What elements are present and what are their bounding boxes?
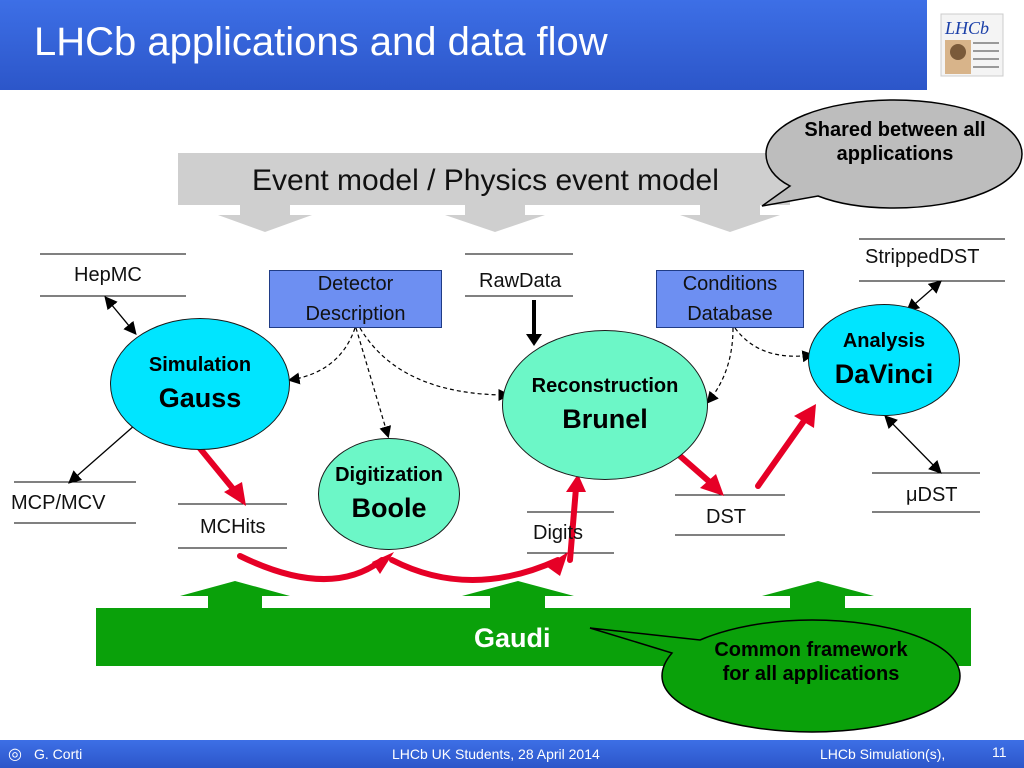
gaudi-label: Gaudi — [474, 623, 551, 653]
simulation-role: Simulation — [148, 354, 252, 376]
datastore-microdst: μDST — [906, 484, 958, 506]
footer-bar: ◎ G. Corti LHCb UK Students, 28 April 20… — [0, 740, 1024, 768]
title-bar: LHCb applications and data flow LHCb — [0, 0, 1024, 90]
shared-callout-bubble — [761, 99, 1023, 209]
datastore-rawdata: RawData — [479, 270, 562, 292]
svg-text:LHCb: LHCb — [944, 18, 989, 38]
digitization-name: Boole — [351, 493, 427, 523]
simulation-name: Gauss — [158, 383, 242, 413]
digitization-role: Digitization — [335, 464, 443, 486]
reconstruction-brunel-node: Reconstruction Brunel — [502, 330, 708, 480]
footer-event: LHCb UK Students, 28 April 2014 — [392, 746, 600, 762]
lhcb-logo: LHCb — [927, 0, 1024, 90]
analysis-name: DaVinci — [834, 359, 934, 389]
footer-topic: LHCb Simulation(s), — [820, 746, 946, 762]
datastore-strippeddst: StrippedDST — [865, 246, 980, 268]
analysis-role: Analysis — [842, 330, 926, 352]
reconstruction-name: Brunel — [562, 404, 648, 434]
page-number: 11 — [992, 744, 1007, 760]
slide-title: LHCb applications and data flow — [34, 20, 608, 64]
datastore-mchits: MCHits — [200, 516, 266, 538]
datastore-hepmc: HepMC — [74, 264, 142, 286]
common-callout-bubble — [589, 619, 961, 733]
reconstruction-role: Reconstruction — [531, 375, 679, 397]
event-model-label: Event model / Physics event model — [252, 164, 719, 197]
datastore-digits: Digits — [533, 522, 584, 544]
common-callout-text: Common framework for all applications — [714, 639, 908, 685]
shared-callout-text: Shared between all applications — [804, 119, 986, 165]
conditions-database-box: Conditions Database — [656, 270, 804, 328]
analysis-davinci-node: Analysis DaVinci — [808, 304, 960, 416]
detector-description-box: Detector Description — [269, 270, 442, 328]
simulation-gauss-node: Simulation Gauss — [110, 318, 290, 450]
datastore-mcp-mcv: MCP/MCV — [11, 492, 106, 514]
digitization-boole-node: Digitization Boole — [318, 438, 460, 550]
footer-author: G. Corti — [34, 746, 83, 762]
cern-logo-icon: ◎ — [8, 746, 22, 763]
datastore-dst: DST — [706, 506, 746, 528]
event-model-bar — [178, 153, 790, 232]
